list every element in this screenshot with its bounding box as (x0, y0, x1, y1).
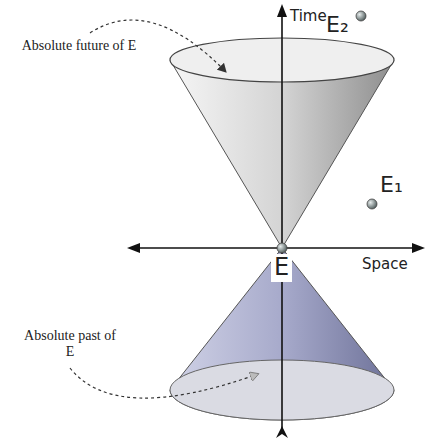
region-label: Absolute past of E (20, 328, 120, 360)
axis-label: Space (362, 256, 408, 273)
event-label: E₁ (380, 172, 403, 197)
event-label: E₂ (326, 12, 349, 37)
axis-label: Time (290, 8, 327, 25)
region-label: Absolute future of E (20, 38, 138, 54)
event-label: E (271, 254, 292, 282)
